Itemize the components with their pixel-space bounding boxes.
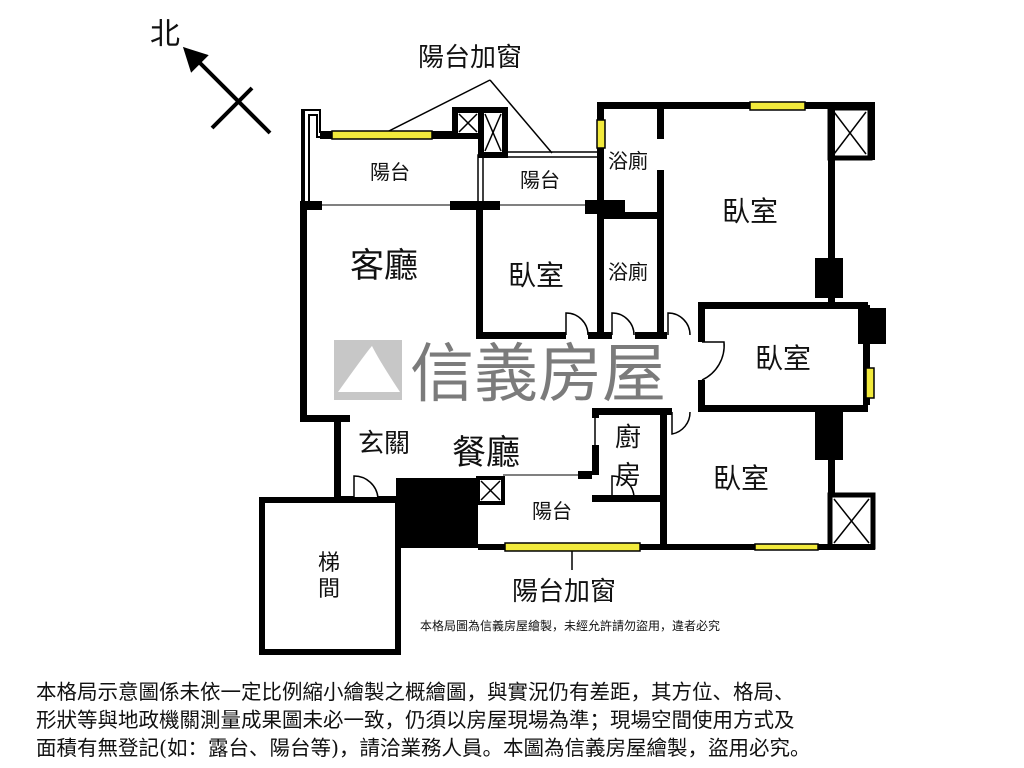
watermark-notice: 本格局圖為信義房屋繪製，未經允許請勿盜用，違者必究	[420, 618, 720, 633]
doors	[353, 312, 725, 499]
room-labels: 陽台 陽台 客廳 臥室 浴廁 浴廁 臥室 臥室 餐廳 玄關 廚 房 陽台 臥室 …	[318, 149, 811, 602]
room-stair-2: 間	[318, 577, 340, 602]
walls	[259, 102, 886, 655]
disclaimer-line: 本格局示意圖係未依一定比例縮小繪製之概繪圖，與實況仍有差距，其方位、格局、	[36, 680, 795, 704]
room-stair-1: 梯	[318, 551, 340, 576]
room-living: 客廳	[350, 246, 418, 286]
shaft-cross-icons	[458, 111, 870, 544]
watermark: 信義房屋	[334, 338, 666, 412]
room-bedroom-lower: 臥室	[713, 462, 769, 495]
north-arrow-icon	[182, 46, 272, 135]
room-balcony-bottom: 陽台	[532, 499, 572, 523]
disclaimer-line: 面積有無登記(如：露台、陽台等)，請洽業務人員。本圖為信義房屋繪製，盜用必究。	[36, 736, 811, 760]
room-balcony-left: 陽台	[370, 160, 410, 184]
room-balcony-mid: 陽台	[520, 168, 560, 192]
room-bedroom-master: 臥室	[722, 195, 778, 228]
north-label: 北	[150, 17, 180, 52]
watermark-brand: 信義房屋	[410, 338, 666, 412]
room-dining: 餐廳	[452, 433, 520, 473]
room-bath-lower: 浴廁	[608, 260, 648, 284]
room-bath-upper: 浴廁	[608, 149, 648, 173]
disclaimer-line: 形狀等與地政機關測量成果圖未必一致，仍須以房屋現場為準；現場空間使用方式及	[36, 708, 795, 732]
room-kitchen-2: 房	[615, 461, 641, 491]
room-bedroom-middle: 臥室	[755, 342, 811, 375]
callout-top: 陽台加窗	[418, 43, 522, 73]
room-bedroom-small: 臥室	[508, 259, 564, 292]
disclaimer: 本格局示意圖係未依一定比例縮小繪製之概繪圖，與實況仍有差距，其方位、格局、 形狀…	[36, 678, 996, 762]
callout-bottom: 陽台加窗	[512, 577, 616, 607]
room-kitchen-1: 廚	[615, 423, 641, 453]
room-entrance: 玄關	[358, 429, 410, 459]
windows	[331, 101, 875, 552]
